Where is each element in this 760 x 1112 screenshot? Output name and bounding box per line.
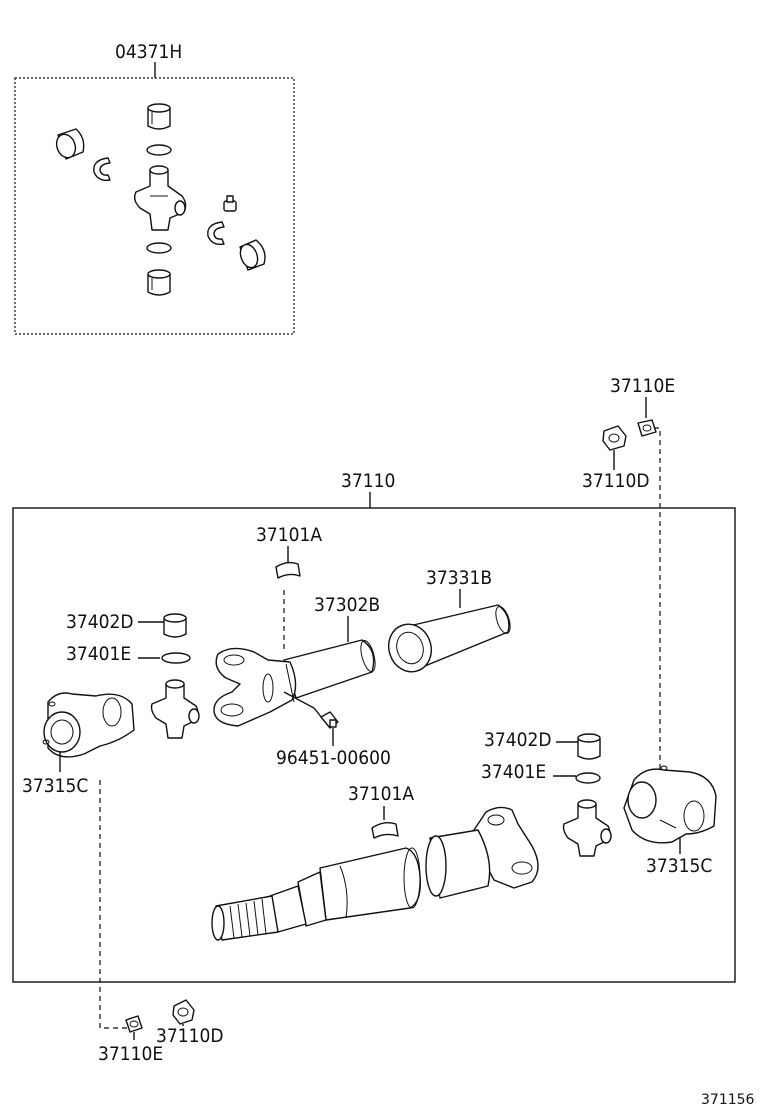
label-yoke-pad-mid[interactable]: 37101A (348, 783, 414, 805)
boot (387, 604, 511, 673)
pad-top (275, 561, 301, 579)
label-yoke-pad-top[interactable]: 37101A (256, 524, 322, 546)
nut-bottom-e (125, 1015, 143, 1033)
nut-bottom-d (172, 999, 195, 1025)
kit-frame (14, 77, 295, 335)
bearing-right (577, 733, 601, 760)
nut-top-e (637, 419, 657, 437)
kit-grease-nipple (223, 195, 237, 212)
kit-group: 04371H (14, 41, 295, 335)
nut-top-d (602, 425, 627, 451)
label-snap-left[interactable]: 37401E (66, 643, 131, 665)
snap-ring-right (575, 772, 601, 784)
kit-snap-ring-right (207, 221, 225, 246)
kit-bearing-cup-top (147, 103, 171, 130)
label-flange-left[interactable]: 37315C (22, 775, 88, 797)
snap-ring-left (161, 652, 191, 664)
pad-mid (371, 821, 399, 839)
label-boot[interactable]: 37331B (426, 567, 492, 589)
kit-bearing-cup-left (55, 128, 85, 160)
grease-fitting (320, 711, 339, 729)
label-nut-top-d[interactable]: 37110D (582, 470, 650, 492)
label-snap-right[interactable]: 37401E (481, 761, 546, 783)
label-nut-bottom-e[interactable]: 37110E (98, 1043, 163, 1065)
spider-left (150, 679, 200, 739)
label-flange-right[interactable]: 37315C (646, 855, 712, 877)
kit-snap-ring-top (146, 144, 172, 156)
kit-snap-ring-bottom (146, 242, 172, 254)
label-tube[interactable]: 37302B (314, 594, 380, 616)
label-grease-fitting[interactable]: 96451-00600 (276, 747, 391, 769)
kit-spider (133, 165, 187, 231)
main-shaft (211, 806, 539, 941)
kit-snap-ring-left (93, 157, 111, 182)
assembly-frame (12, 507, 736, 983)
slip-yoke-tube (213, 639, 376, 727)
kit-bearing-cup-bottom (147, 269, 171, 296)
label-bearing-left[interactable]: 37402D (66, 611, 134, 633)
bearing-left (163, 613, 187, 638)
flange-left (42, 692, 135, 758)
label-nut-top-e[interactable]: 37110E (610, 375, 675, 397)
figure-number: 371156 (701, 1092, 755, 1108)
spider-right (562, 799, 612, 857)
kit-bearing-cup-right (239, 239, 266, 271)
label-nut-bottom-d[interactable]: 37110D (156, 1025, 224, 1047)
label-kit[interactable]: 04371H (115, 41, 182, 63)
label-bearing-right[interactable]: 37402D (484, 729, 552, 751)
label-assembly[interactable]: 37110 (341, 470, 395, 492)
flange-right (623, 765, 717, 844)
